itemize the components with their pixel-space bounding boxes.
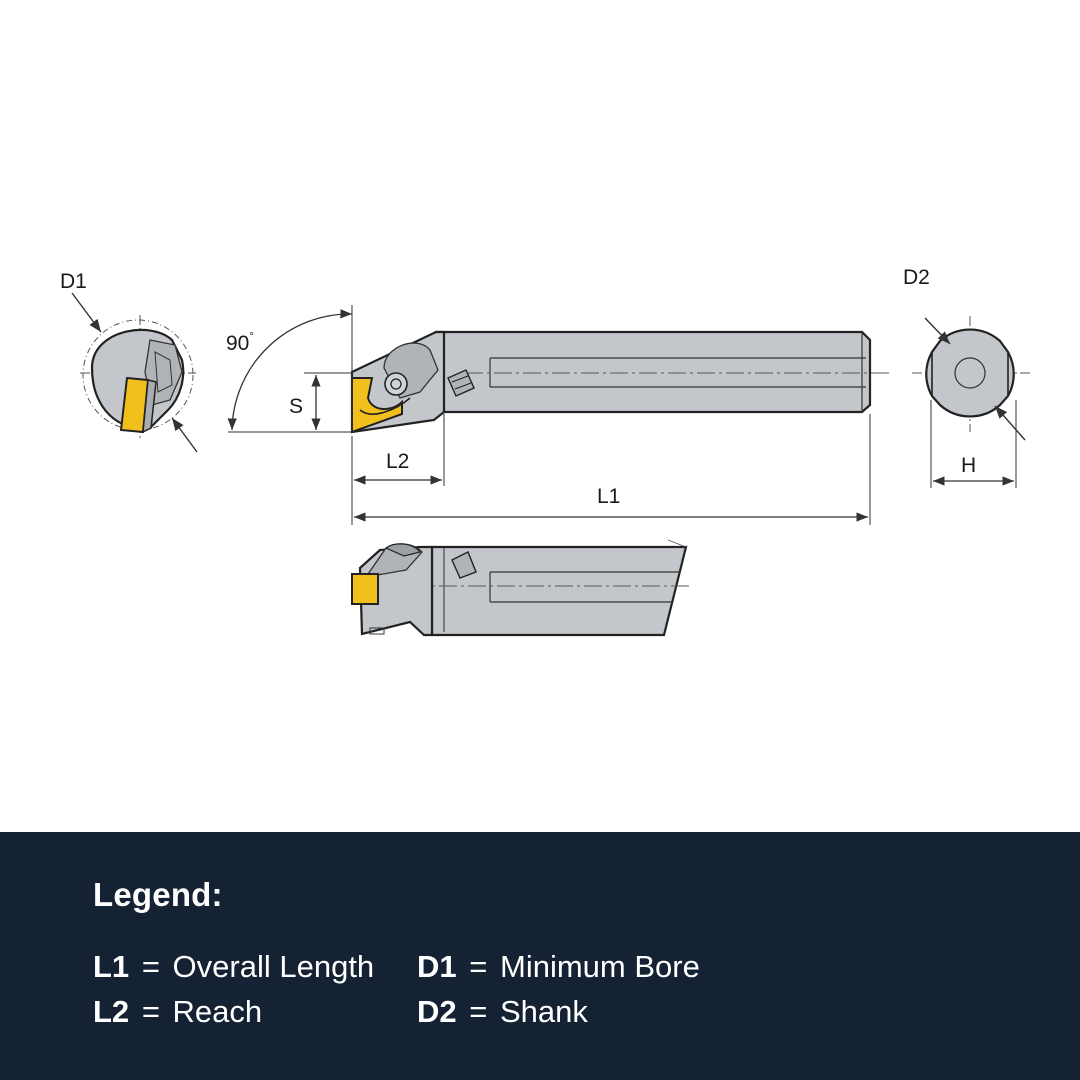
d1-leader-arrow (71, 292, 102, 333)
d1-leader-arrow-2 (171, 417, 198, 453)
legend-key: D2 (417, 994, 457, 1029)
s-dimension: S (289, 372, 352, 433)
insert-end-view (119, 376, 157, 434)
d1-label: D1 (60, 270, 87, 293)
legend-desc: Reach (172, 994, 263, 1029)
legend-item-d2: D2 = Shank (417, 994, 588, 1030)
angle-dimension: 90° (226, 305, 353, 433)
insert-side-view (351, 377, 403, 434)
l2-label: L2 (386, 450, 409, 473)
legend-separator: = (141, 949, 160, 984)
boring-bar-drawing: D1 90° S (60, 266, 1030, 637)
l2-dimension: L2 (351, 414, 445, 525)
legend-separator: = (469, 994, 488, 1029)
legend-item-l2: L2 = Reach (93, 994, 262, 1030)
legend-desc: Overall Length (172, 949, 375, 984)
legend-heading: Legend: (93, 876, 223, 913)
d2-label: D2 (903, 266, 930, 289)
d2-leader-arrow-2 (994, 405, 1026, 441)
angle-label: 90° (226, 331, 254, 355)
legend-key: L2 (93, 994, 130, 1029)
l1-label: L1 (597, 485, 620, 508)
legend-key: D1 (417, 949, 457, 984)
legend-panel: Legend: L1 = Overall Length L2 = Reach D… (0, 832, 1080, 1080)
insert-top-view (351, 573, 379, 605)
legend-key: L1 (93, 949, 130, 984)
legend-item-d1: D1 = Minimum Bore (417, 949, 700, 985)
legend-desc: Shank (500, 994, 588, 1029)
legend-separator: = (141, 994, 160, 1029)
h-label: H (961, 454, 976, 477)
rear-end-view: D2 H (903, 266, 1030, 488)
top-view (351, 539, 692, 637)
l1-dimension: L1 (354, 414, 871, 525)
front-end-view: D1 (60, 270, 198, 453)
d2-leader-arrow (924, 317, 951, 345)
tool-diagram: D1 90° S (60, 266, 1030, 637)
main-side-view (350, 330, 890, 434)
legend-desc: Minimum Bore (500, 949, 700, 984)
legend-item-l1: L1 = Overall Length (93, 949, 374, 985)
legend-separator: = (469, 949, 488, 984)
s-label: S (289, 395, 303, 418)
